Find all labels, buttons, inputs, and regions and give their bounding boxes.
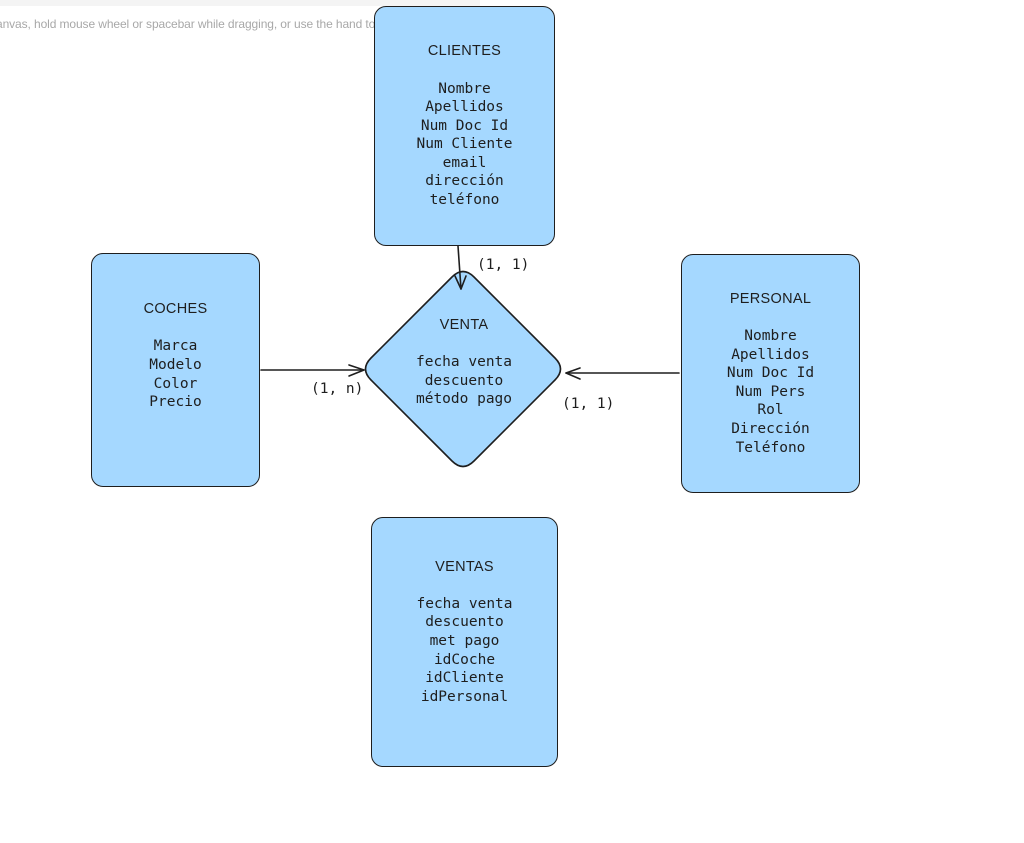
entity-attribute: Num Doc Id [726, 365, 815, 382]
entity-attribute: idCliente [425, 670, 504, 687]
entity-attribute: Num Doc Id [420, 117, 509, 134]
entity-attribute: idPersonal [420, 688, 509, 705]
entity-attribute: Nombre [744, 328, 797, 345]
entity-attribute: teléfono [429, 192, 500, 209]
entity-ventas-title: VENTAS [435, 558, 494, 575]
venta-diamond[interactable] [364, 270, 562, 468]
entity-coches-title: COCHES [143, 301, 208, 318]
cardinality-coches: (1, n) [311, 381, 364, 397]
entity-attribute: Marca [153, 338, 198, 355]
entity-attribute: idCoche [433, 651, 496, 668]
entity-attribute: Nombre [438, 80, 491, 97]
entity-attribute: descuento [425, 614, 504, 631]
entity-attribute: Color [153, 375, 198, 392]
entity-attribute: Num Cliente [416, 136, 513, 153]
relationship-attribute: descuento [424, 372, 504, 389]
entity-attribute: Num Pers [735, 383, 806, 400]
relationship-attribute: fecha venta [415, 354, 513, 371]
entity-coches[interactable]: COCHES Marca Modelo Color Precio [91, 253, 260, 487]
relationship-venta: VENTA fecha venta descuento método pago [364, 316, 564, 409]
entity-attribute: fecha venta [416, 595, 513, 612]
entity-attribute: Dirección [731, 420, 810, 437]
relationship-title: VENTA [439, 317, 489, 333]
entity-clientes-title: CLIENTES [427, 43, 502, 60]
arrow-clientes-venta[interactable] [454, 245, 467, 290]
entity-attribute: dirección [425, 173, 504, 190]
entity-attribute: Rol [757, 402, 784, 419]
arrow-personal-venta[interactable] [565, 367, 680, 380]
entity-clientes[interactable]: CLIENTES Nombre Apellidos Num Doc Id Num… [374, 6, 555, 246]
entity-personal-title: PERSONAL [729, 290, 812, 307]
entity-personal[interactable]: PERSONAL Nombre Apellidos Num Doc Id Num… [681, 254, 860, 493]
entity-ventas[interactable]: VENTAS fecha venta descuento met pago id… [371, 517, 558, 767]
entity-attribute: Teléfono [735, 439, 806, 456]
toolbar-edge [0, 0, 480, 6]
entity-attribute: Precio [149, 394, 202, 411]
entity-attribute: email [442, 154, 487, 171]
entity-attribute: Apellidos [731, 346, 810, 363]
relationship-attribute: método pago [415, 391, 513, 408]
entity-attribute: Apellidos [425, 99, 504, 116]
arrow-coches-venta[interactable] [260, 364, 365, 377]
cardinality-clientes: (1, 1) [477, 257, 530, 273]
entity-attribute: Modelo [149, 357, 202, 373]
cardinality-personal: (1, 1) [562, 396, 615, 412]
canvas-hint: anvas, hold mouse wheel or spacebar whil… [0, 17, 385, 31]
entity-attribute: met pago [429, 633, 500, 649]
